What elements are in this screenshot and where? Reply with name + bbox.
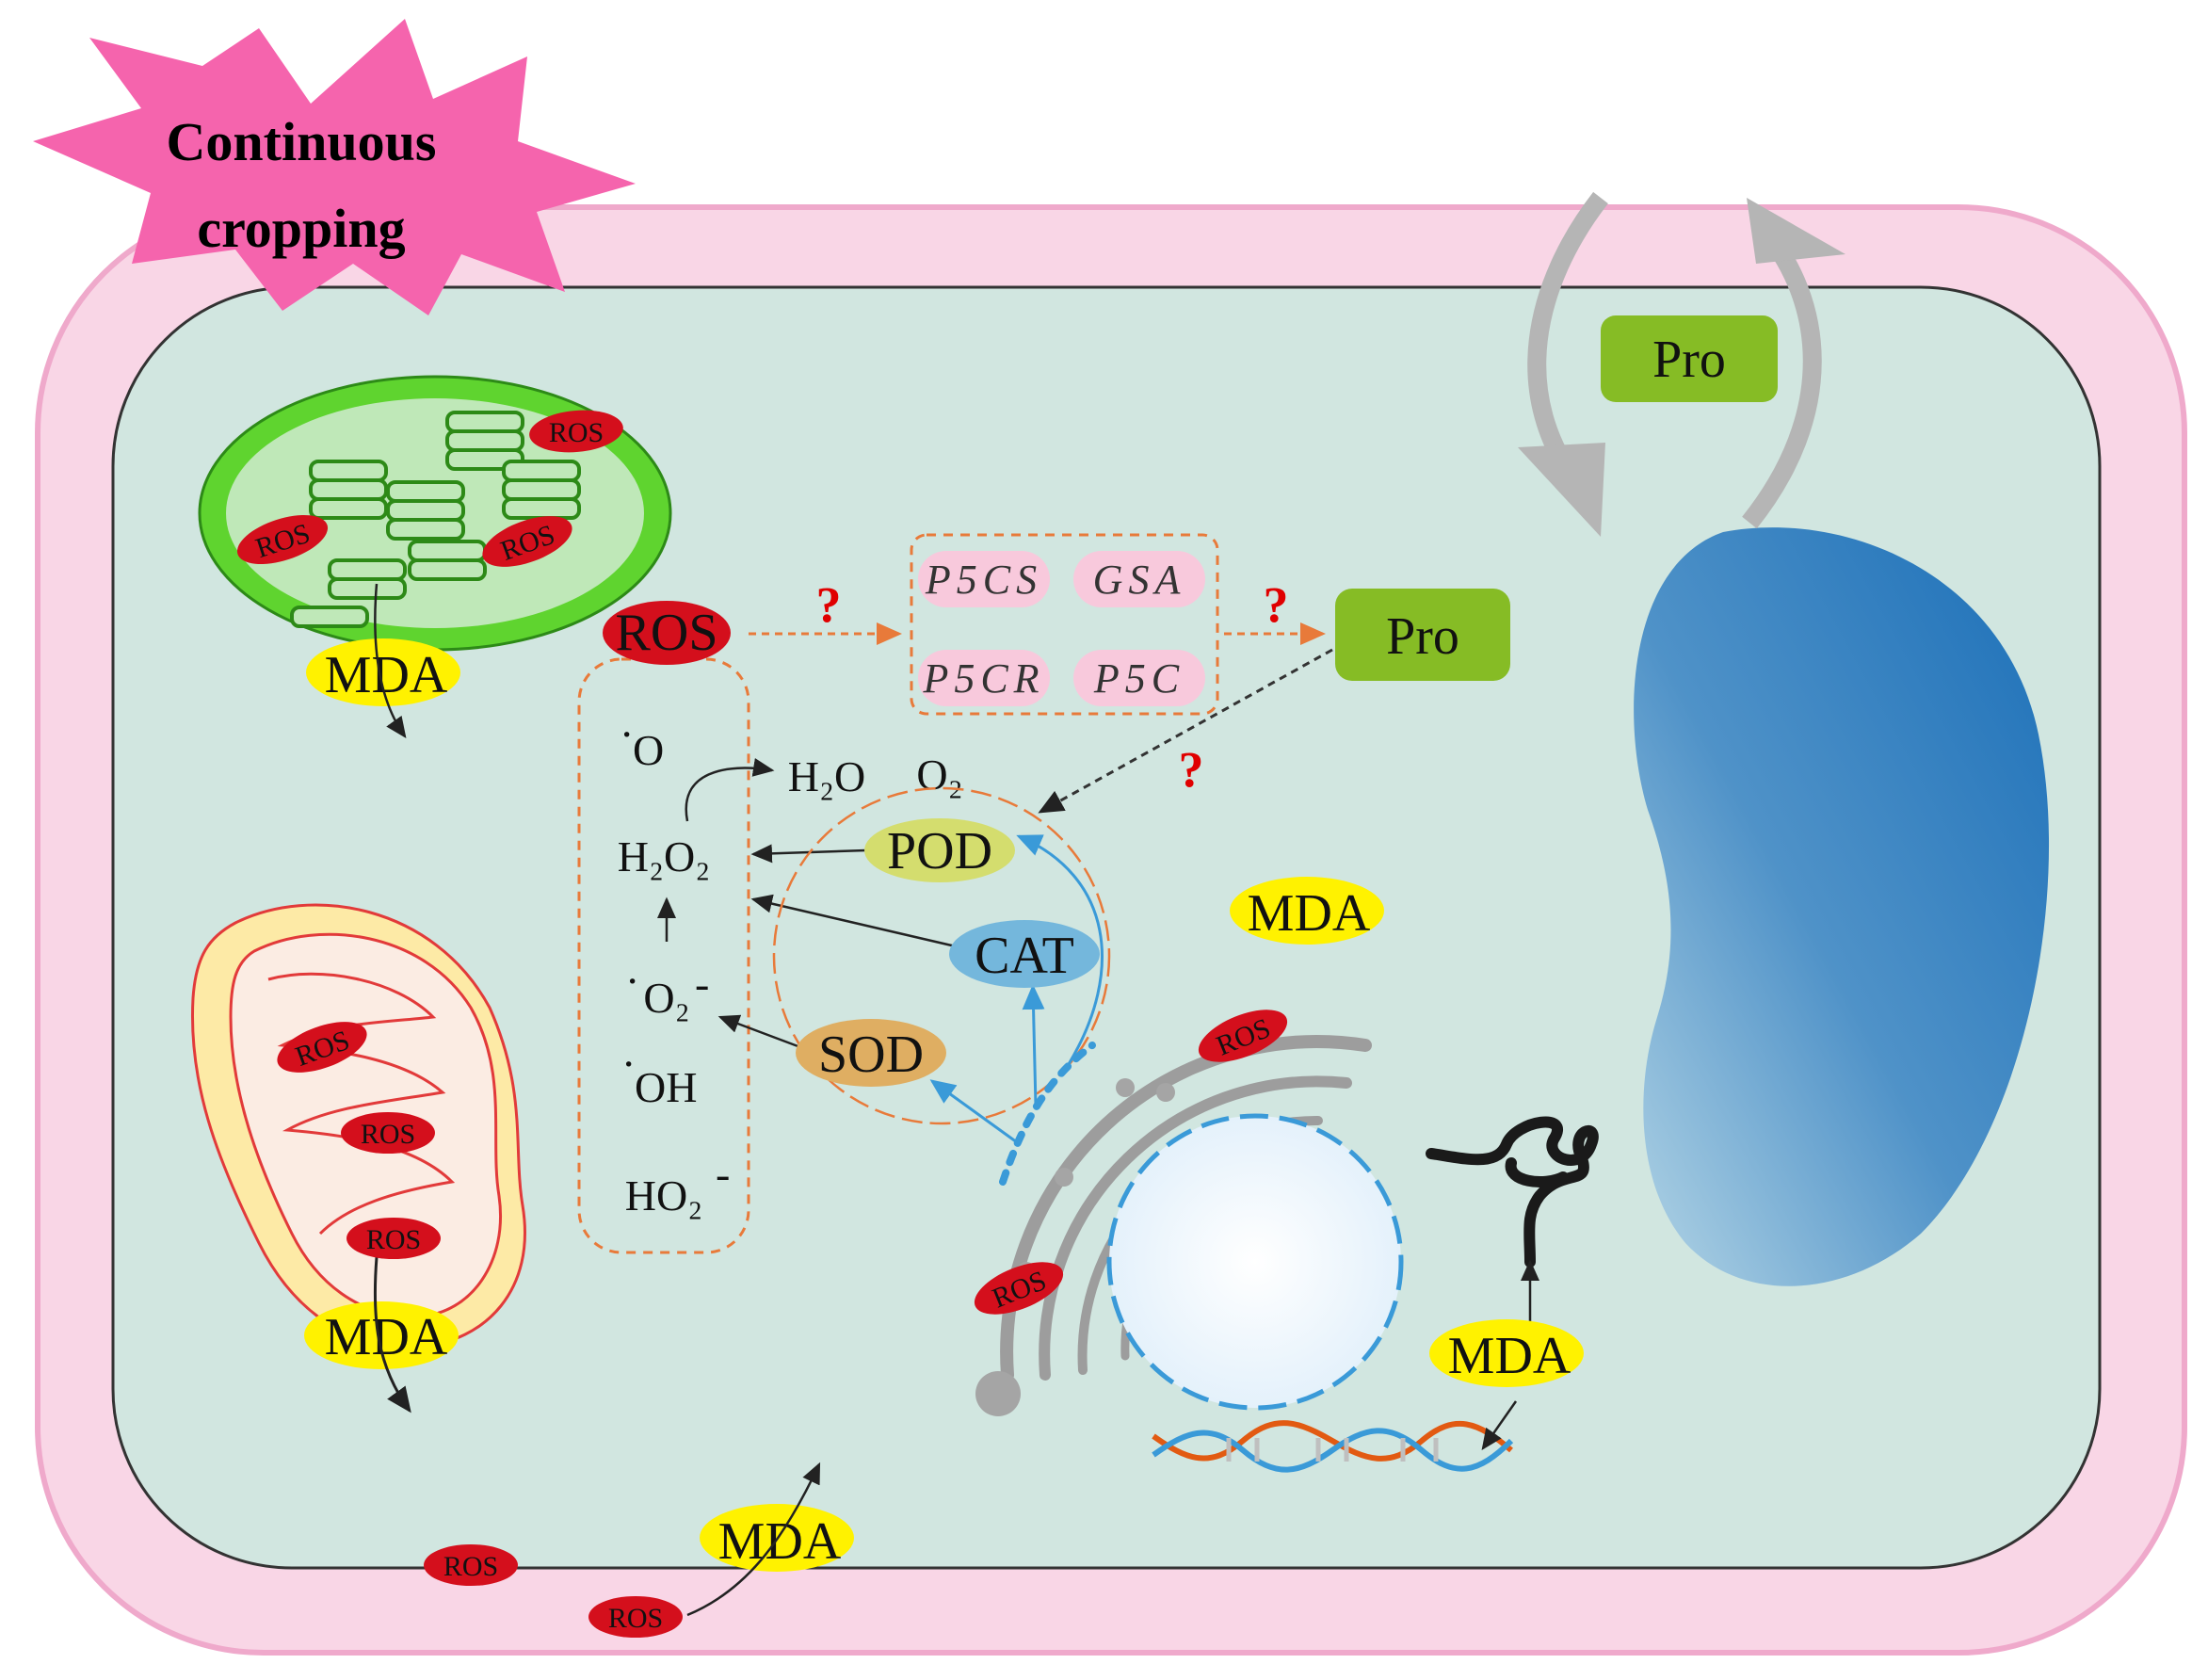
question-ros-genes: ? — [816, 576, 842, 633]
mda-chloroplast: MDA — [325, 646, 448, 704]
ros-mitochondrion-3: ROS — [347, 1218, 441, 1259]
svg-text:ROS: ROS — [608, 1603, 663, 1634]
ribosome-dots — [975, 1078, 1175, 1416]
banner-line1: Continuous — [167, 111, 437, 172]
banner-line2: cropping — [197, 198, 405, 259]
ros-main-label: ROS — [616, 604, 718, 662]
mda-nucleus: MDA — [1448, 1327, 1571, 1385]
sod-ellipse — [796, 1019, 946, 1087]
pro-export-arrowhead — [1747, 198, 1845, 264]
h2o2-to-h2o-arrow — [685, 757, 775, 822]
pro-label-top: Pro — [1652, 331, 1726, 389]
pro-import-arrowhead — [1518, 443, 1605, 537]
svg-text:ROS: ROS — [366, 1224, 421, 1255]
question-genes-pro: ? — [1264, 576, 1289, 633]
gene-p5cs: P5CS — [925, 557, 1042, 603]
er-to-cat-arrow — [1022, 984, 1045, 1107]
mda-chloroplast-ellipse — [306, 638, 460, 706]
mda-mitochondrion-ellipse — [304, 1301, 459, 1369]
gene-box-p5cr — [918, 650, 1050, 706]
species-o2: O₂ — [916, 751, 962, 799]
species-ho2: HO₂ — [625, 1171, 702, 1220]
svg-text:ROS: ROS — [549, 417, 604, 448]
pod-label: POD — [887, 822, 992, 880]
cat-to-h2o2-arrow — [750, 894, 957, 948]
gene-group-box — [910, 533, 1219, 716]
mda-cytoplasm-ellipse — [1230, 877, 1384, 945]
species-superoxide-charge: - — [695, 960, 709, 1008]
species-ho2-charge: - — [716, 1150, 730, 1198]
svg-text:ROS: ROS — [361, 1119, 415, 1150]
species-dot-1: · — [620, 710, 634, 758]
ros-membrane-2: ROS — [588, 1596, 683, 1638]
species-h2o: H₂O — [788, 752, 865, 800]
species-superoxide: O₂ — [643, 974, 689, 1022]
species-h2o2: H₂O₂ — [618, 832, 711, 880]
continuous-cropping-starburst — [33, 19, 636, 315]
mda-cytoplasm: MDA — [1248, 884, 1371, 943]
pod-ellipse — [864, 818, 1015, 882]
svg-text:ROS: ROS — [443, 1551, 498, 1582]
ros-main-ellipse — [603, 601, 731, 665]
mitochondrion-mda-arrow — [373, 1256, 411, 1413]
species-o: O — [633, 726, 664, 774]
gene-box-gsa — [1073, 551, 1205, 607]
gene-p5cr: P5CR — [922, 655, 1044, 702]
mda-nucleus-ellipse — [1429, 1319, 1584, 1387]
question-pro-enzymes: ? — [1179, 741, 1204, 798]
protein-tangle — [1426, 1116, 1599, 1268]
mda-to-dna-arrow — [1481, 1400, 1518, 1451]
er-blue-dots — [999, 1042, 1096, 1186]
mda-membrane: MDA — [718, 1512, 842, 1571]
pro-label-center: Pro — [1386, 607, 1459, 666]
gene-gsa: GSA — [1093, 557, 1186, 603]
sod-to-superoxide-arrow — [717, 1014, 801, 1049]
pro-box-center — [1335, 589, 1510, 681]
er-to-sod-arrow — [929, 1079, 1018, 1144]
sod-label: SOD — [818, 1026, 924, 1084]
ros-membrane-1: ROS — [424, 1544, 518, 1586]
er-to-pod-arrow — [1016, 834, 1104, 1065]
pro-to-enzymes-arrow — [1038, 648, 1333, 814]
gene-box-p5c — [1073, 650, 1205, 706]
pro-box-top — [1601, 315, 1778, 402]
gene-p5c: P5C — [1093, 655, 1185, 702]
ros-mitochondrion-2: ROS — [341, 1112, 435, 1154]
membrane-ros-to-mda-arrow — [686, 1462, 821, 1617]
species-dot-2: · — [625, 957, 639, 1005]
gene-box-p5cs — [918, 551, 1050, 607]
nucleus — [1106, 1113, 1404, 1411]
antioxidant-circle — [772, 786, 1111, 1125]
chloroplast-mda-arrow — [374, 583, 407, 739]
mda-mitochondrion: MDA — [325, 1308, 448, 1366]
cat-ellipse — [949, 920, 1100, 988]
species-oh: OH — [635, 1063, 697, 1111]
ros-chloroplast-1: ROS — [529, 410, 623, 453]
vacuole — [1634, 527, 2050, 1286]
dna-helix — [1152, 1420, 1514, 1473]
cat-label: CAT — [975, 927, 1074, 985]
species-dot-3: · — [621, 1040, 636, 1088]
